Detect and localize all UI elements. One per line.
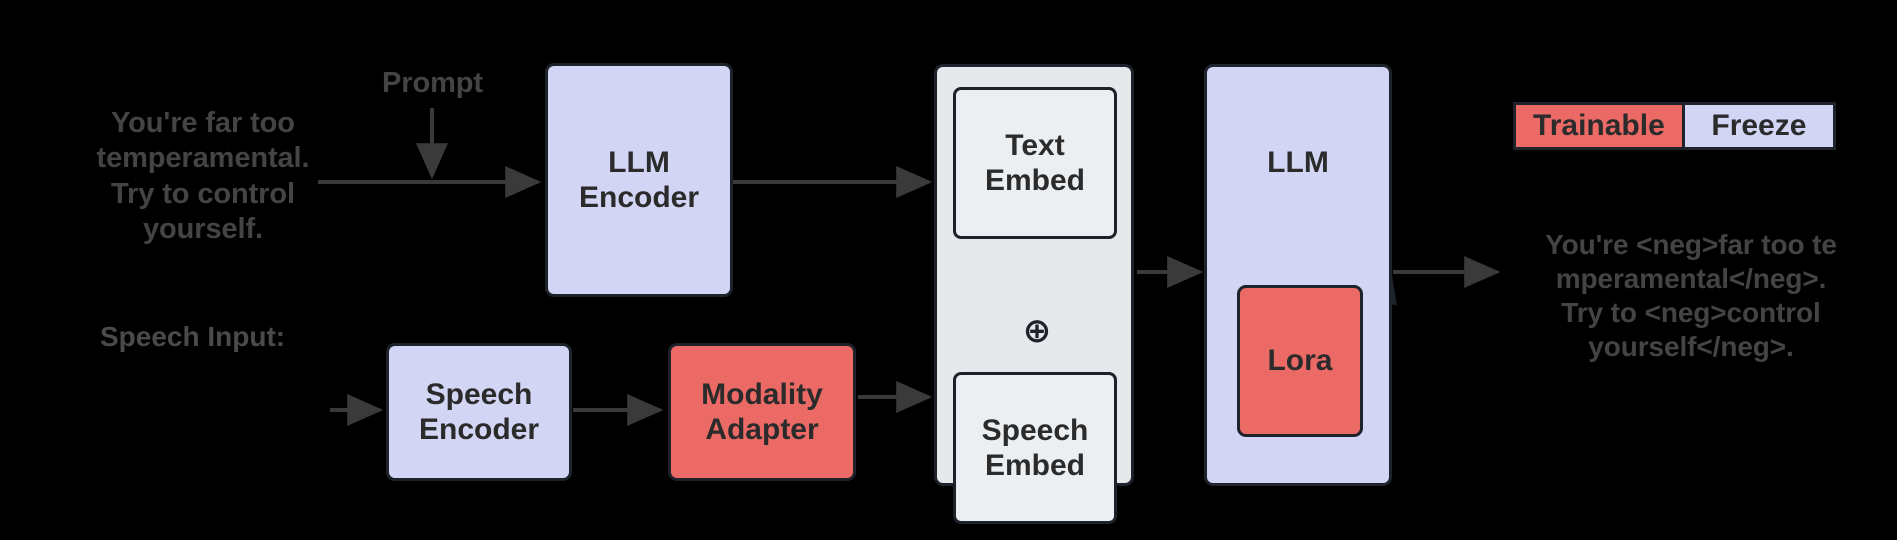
group-embeddings: Text Embed ⊕ Speech Embed: [934, 64, 1134, 524]
node-llm-encoder[interactable]: LLM Encoder: [545, 63, 733, 297]
plus-circle-icon: ⊕: [1022, 311, 1052, 351]
node-speech-embed[interactable]: Speech Embed: [953, 372, 1117, 524]
legend-item-trainable: Trainable: [1516, 105, 1685, 147]
node-llm-label: LLM: [1267, 146, 1329, 179]
node-lora[interactable]: Lora: [1237, 285, 1363, 437]
prompt-label: Prompt: [382, 67, 483, 99]
output-text: You're <neg>far too te mperamental</neg>…: [1545, 229, 1837, 363]
node-modality-adapter[interactable]: Modality Adapter: [668, 343, 856, 481]
node-speech-encoder[interactable]: Speech Encoder: [386, 343, 572, 481]
legend: Trainable Freeze: [1513, 102, 1836, 150]
speech-input-label: Speech Input:: [100, 321, 286, 352]
input-prompt-text: You're far too temperamental. Try to con…: [96, 107, 310, 246]
legend-item-freeze: Freeze: [1684, 105, 1833, 147]
node-text-embed[interactable]: Text Embed: [953, 87, 1117, 239]
